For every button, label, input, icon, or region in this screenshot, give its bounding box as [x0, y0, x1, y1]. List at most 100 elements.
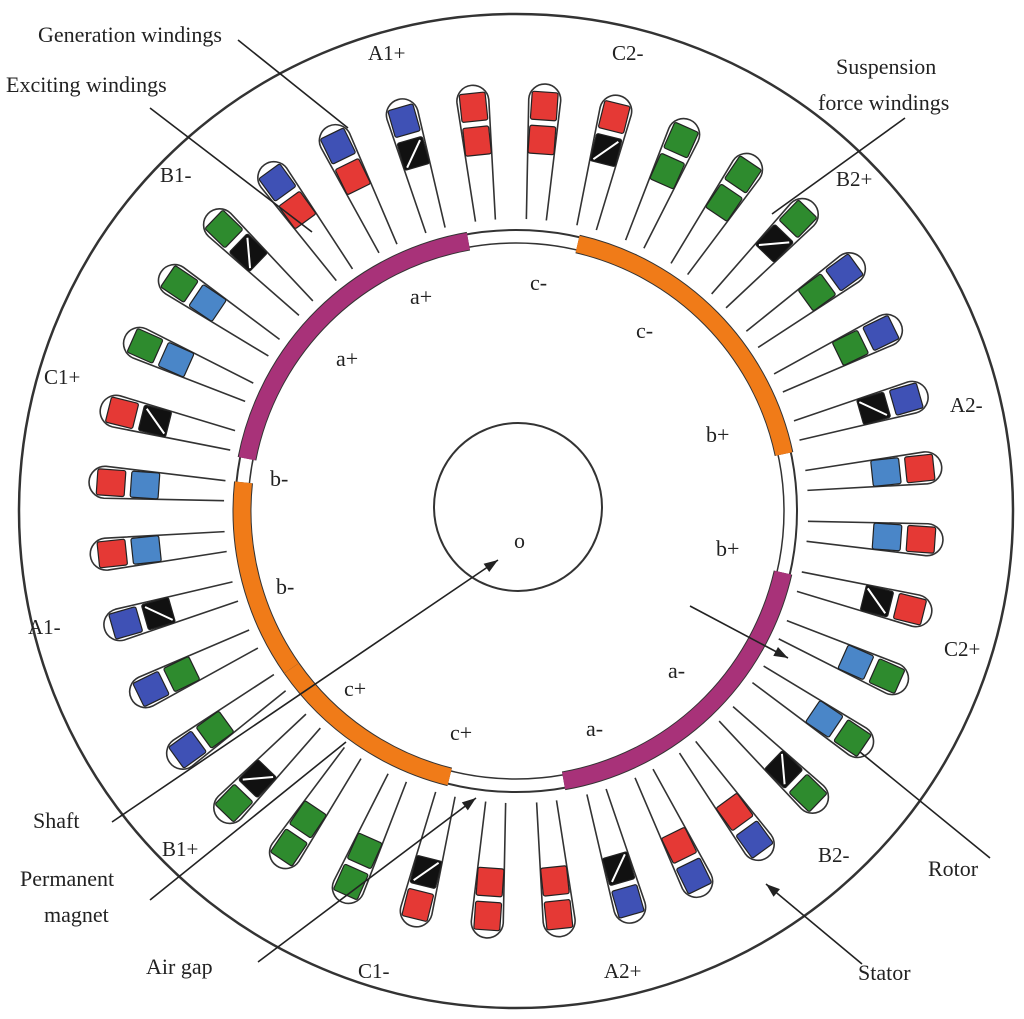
air-gap-leader — [257, 797, 477, 963]
stator-slot — [796, 571, 933, 628]
coil-hatch — [592, 140, 619, 161]
coil-hatch — [858, 401, 888, 416]
stator-slot — [456, 84, 497, 222]
coil-blue_alt — [871, 522, 903, 552]
stator-leader-arrowhead — [766, 884, 780, 897]
shaft-label: Shaft — [33, 808, 79, 833]
coil-blue — [825, 253, 864, 291]
coil-red — [716, 793, 754, 831]
stator-slot — [88, 465, 226, 502]
stator-slot — [678, 740, 775, 862]
stator-slot — [634, 768, 714, 899]
stator-label: Stator — [858, 960, 911, 985]
coil-blue_alt — [837, 644, 874, 680]
pole-label-center-o: o — [514, 528, 525, 553]
coil-red — [543, 899, 574, 931]
coil-hatch — [144, 606, 174, 621]
phase-label-b2-plus: B2+ — [836, 167, 872, 191]
exciting-windings-leader — [149, 107, 313, 233]
stator-slot — [670, 152, 764, 276]
phase-label-a1-minus: A1- — [28, 615, 61, 639]
magnet-south-top-right — [575, 235, 793, 456]
generation-windings-label: Generation windings — [38, 22, 222, 47]
stator-slot — [122, 326, 254, 403]
stator-slot — [103, 581, 239, 642]
stator-slot — [385, 98, 446, 234]
phase-label-a2-plus: A2+ — [604, 959, 642, 983]
coil-hatch — [413, 861, 440, 882]
coil-red — [473, 900, 503, 932]
coil-hatch — [246, 237, 252, 269]
coil-hatch — [145, 408, 166, 435]
stator-slot — [399, 791, 456, 928]
suspension-windings-leader — [771, 117, 906, 215]
coil-green — [163, 656, 200, 692]
coil-red — [105, 396, 139, 429]
stator-slot — [805, 451, 943, 492]
stator-slot — [525, 83, 562, 221]
coil-hatch — [866, 587, 887, 614]
coil-red — [335, 158, 371, 195]
coil-green — [127, 328, 164, 364]
coil-blue_alt — [188, 284, 227, 322]
coil-red — [905, 524, 937, 554]
coil-red — [458, 91, 489, 123]
coil-red — [893, 593, 927, 626]
coil-blue — [862, 315, 900, 351]
coil-red — [661, 827, 697, 864]
generation-windings-leader — [237, 39, 349, 129]
stator-slot — [535, 800, 576, 938]
coil-hatch — [406, 139, 421, 169]
coil-green — [779, 200, 817, 238]
coil-green — [347, 832, 383, 869]
phase-label-c2-minus: C2- — [612, 41, 644, 65]
coil-green — [833, 719, 872, 757]
stator-slot — [624, 117, 701, 249]
rotor-leader — [859, 751, 991, 859]
coil-red — [529, 90, 559, 122]
coil-red — [475, 866, 505, 898]
coil-red — [462, 125, 492, 157]
coil-blue_alt — [130, 535, 162, 565]
stator-slot — [157, 263, 281, 357]
stator-slot — [165, 673, 287, 770]
pole-label-b-minus-1: b- — [270, 466, 288, 491]
phase-label-b2-minus: B2- — [818, 843, 850, 867]
coil-hatch — [780, 753, 786, 785]
coil-green — [663, 122, 699, 159]
coil-blue_alt — [805, 700, 844, 738]
coil-red — [95, 468, 127, 498]
stator-slot — [586, 788, 647, 924]
coil-green — [270, 828, 308, 867]
coil-green — [798, 273, 836, 311]
coil-blue — [387, 103, 421, 138]
coil-green — [832, 330, 869, 366]
coil-green — [160, 265, 199, 303]
magnet-south-left — [233, 481, 299, 674]
pole-label-c-plus-1: c+ — [344, 676, 366, 701]
coil-green — [289, 800, 327, 839]
coil-blue — [168, 731, 207, 769]
coil-red — [540, 865, 570, 897]
coil-blue — [132, 671, 170, 707]
phase-label-a1-plus: A1+ — [368, 41, 406, 65]
magnet-north-bottom-right — [562, 570, 792, 790]
phase-label-b1-minus: B1- — [160, 163, 192, 187]
coil-hatch — [611, 853, 626, 883]
pole-label-c-minus-1: c- — [530, 270, 547, 295]
pole-label-a-plus-2: a+ — [336, 346, 358, 371]
stator-slot — [793, 380, 929, 441]
stator-slot — [128, 629, 259, 709]
magnet-south-bottom-left — [284, 663, 452, 786]
coil-blue_alt — [870, 457, 902, 487]
coil-red — [401, 888, 434, 922]
rotor-center-leader — [689, 605, 789, 659]
stator-leader — [765, 883, 863, 965]
shaft-leader-arrowhead — [483, 560, 498, 572]
rotor-center-leader-arrowhead — [773, 647, 788, 658]
suspension-windings-label-line2: force windings — [818, 90, 949, 115]
coil-red — [96, 538, 128, 569]
stator-slot — [711, 197, 820, 309]
coil-blue_alt — [158, 342, 195, 378]
callout-leader-lines — [111, 39, 991, 965]
